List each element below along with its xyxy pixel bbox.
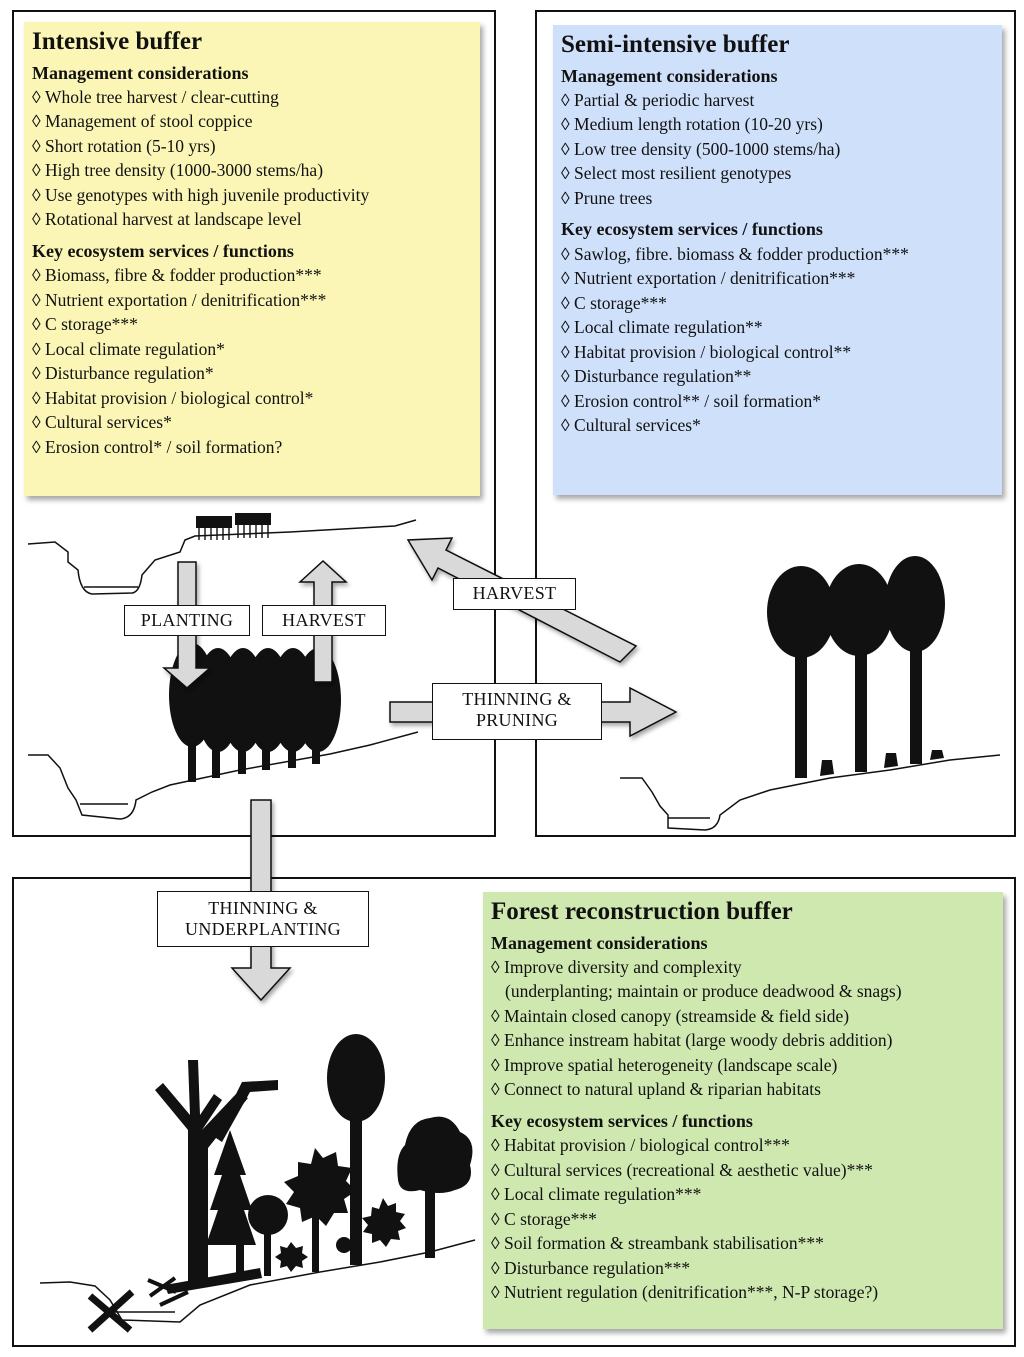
- list-item: Disturbance regulation**: [561, 364, 992, 389]
- list-item: Cultural services (recreational & aesthe…: [491, 1158, 993, 1183]
- list-item: Use genotypes with high juvenile product…: [32, 183, 470, 208]
- list-item: Disturbance regulation***: [491, 1256, 993, 1281]
- planting-label: PLANTING: [124, 605, 250, 636]
- mixed-forest-icon: [87, 1034, 473, 1333]
- thinning-pruning-line-1: THINNING &: [462, 689, 572, 709]
- list-item: Nutrient exportation / denitrification**…: [561, 266, 992, 291]
- forest-management-list: Improve diversity and complexity (underp…: [491, 955, 993, 1102]
- list-item: Connect to natural upland & riparian hab…: [491, 1077, 993, 1102]
- list-item: Management of stool coppice: [32, 109, 470, 134]
- forest-services-list: Habitat provision / biological control**…: [491, 1133, 993, 1305]
- intensive-title: Intensive buffer: [32, 28, 203, 55]
- list-item: Nutrient regulation (denitrification***,…: [491, 1280, 993, 1305]
- forest-services-heading: Key ecosystem services / functions: [491, 1110, 753, 1131]
- semi-services-heading: Key ecosystem services / functions: [561, 219, 823, 240]
- list-item: Disturbance regulation*: [32, 361, 470, 386]
- list-item: Local climate regulation*: [32, 337, 470, 362]
- list-item: C storage***: [491, 1207, 993, 1232]
- harvest-up-label: HARVEST: [262, 605, 386, 636]
- semi-services-list: Sawlog, fibre. biomass & fodder producti…: [561, 242, 992, 438]
- list-item: Nutrient exportation / denitrification**…: [32, 288, 470, 313]
- semi-intensive-title: Semi-intensive buffer: [561, 31, 790, 58]
- semi-intensive-card: Semi-intensive buffer Management conside…: [553, 25, 1002, 495]
- semi-management-list: Partial & periodic harvest Medium length…: [561, 88, 992, 211]
- list-item: Improve diversity and complexity: [491, 955, 993, 980]
- intensive-services-heading: Key ecosystem services / functions: [32, 240, 294, 261]
- list-item: Short rotation (5-10 yrs): [32, 134, 470, 159]
- thinning-pruning-label: THINNING & PRUNING: [432, 683, 602, 740]
- list-item: Medium length rotation (10-20 yrs): [561, 112, 992, 137]
- list-item: Maintain closed canopy (streamside & fie…: [491, 1004, 993, 1029]
- list-item: Erosion control* / soil formation?: [32, 435, 470, 460]
- list-item: Enhance instream habitat (large woody de…: [491, 1028, 993, 1053]
- list-item: Local climate regulation**: [561, 315, 992, 340]
- list-item: Cultural services*: [32, 410, 470, 435]
- thinning-underplanting-line-1: THINNING &: [208, 898, 318, 918]
- semi-management-heading: Management considerations: [561, 65, 778, 86]
- list-item-continuation: (underplanting; maintain or produce dead…: [505, 981, 902, 1002]
- pruned-trees-icon: [767, 556, 945, 778]
- list-item: Biomass, fibre & fodder production***: [32, 263, 470, 288]
- list-item: Whole tree harvest / clear-cutting: [32, 85, 470, 110]
- harvest-diagonal-label: HARVEST: [453, 578, 576, 610]
- forest-reconstruction-card: Forest reconstruction buffer Management …: [483, 892, 1003, 1329]
- thinning-underplanting-label: THINNING & UNDERPLANTING: [157, 891, 369, 947]
- list-item: Habitat provision / biological control**: [561, 340, 992, 365]
- list-item: Low tree density (500-1000 stems/ha): [561, 137, 992, 162]
- list-item: Habitat provision / biological control*: [32, 386, 470, 411]
- forest-landscape: [39, 1239, 476, 1323]
- list-item: Sawlog, fibre. biomass & fodder producti…: [561, 242, 992, 267]
- forest-title: Forest reconstruction buffer: [491, 898, 793, 925]
- list-item: Improve spatial heterogeneity (landscape…: [491, 1053, 993, 1078]
- list-item: Prune trees: [561, 186, 992, 211]
- intensive-management-list: Whole tree harvest / clear-cutting Manag…: [32, 85, 470, 232]
- list-item: Habitat provision / biological control**…: [491, 1133, 993, 1158]
- list-item: Rotational harvest at landscape level: [32, 207, 470, 232]
- list-item: C storage***: [561, 291, 992, 316]
- list-item: Local climate regulation***: [491, 1182, 993, 1207]
- list-item: C storage***: [32, 312, 470, 337]
- semi-landscape: [620, 754, 1001, 831]
- intensive-management-heading: Management considerations: [32, 62, 249, 83]
- thinning-pruning-line-2: PRUNING: [475, 710, 559, 730]
- thinning-underplanting-line-2: UNDERPLANTING: [185, 919, 341, 939]
- intensive-services-list: Biomass, fibre & fodder production*** Nu…: [32, 263, 470, 459]
- forest-management-heading: Management considerations: [491, 932, 708, 953]
- list-item: High tree density (1000-3000 stems/ha): [32, 158, 470, 183]
- list-item: Erosion control** / soil formation*: [561, 389, 992, 414]
- list-item: Select most resilient genotypes: [561, 161, 992, 186]
- list-item: Partial & periodic harvest: [561, 88, 992, 113]
- intensive-card: Intensive buffer Management consideratio…: [24, 22, 480, 496]
- list-item: Soil formation & streambank stabilisatio…: [491, 1231, 993, 1256]
- coppice-seedlings-icon: [196, 513, 271, 540]
- list-item: Cultural services*: [561, 413, 992, 438]
